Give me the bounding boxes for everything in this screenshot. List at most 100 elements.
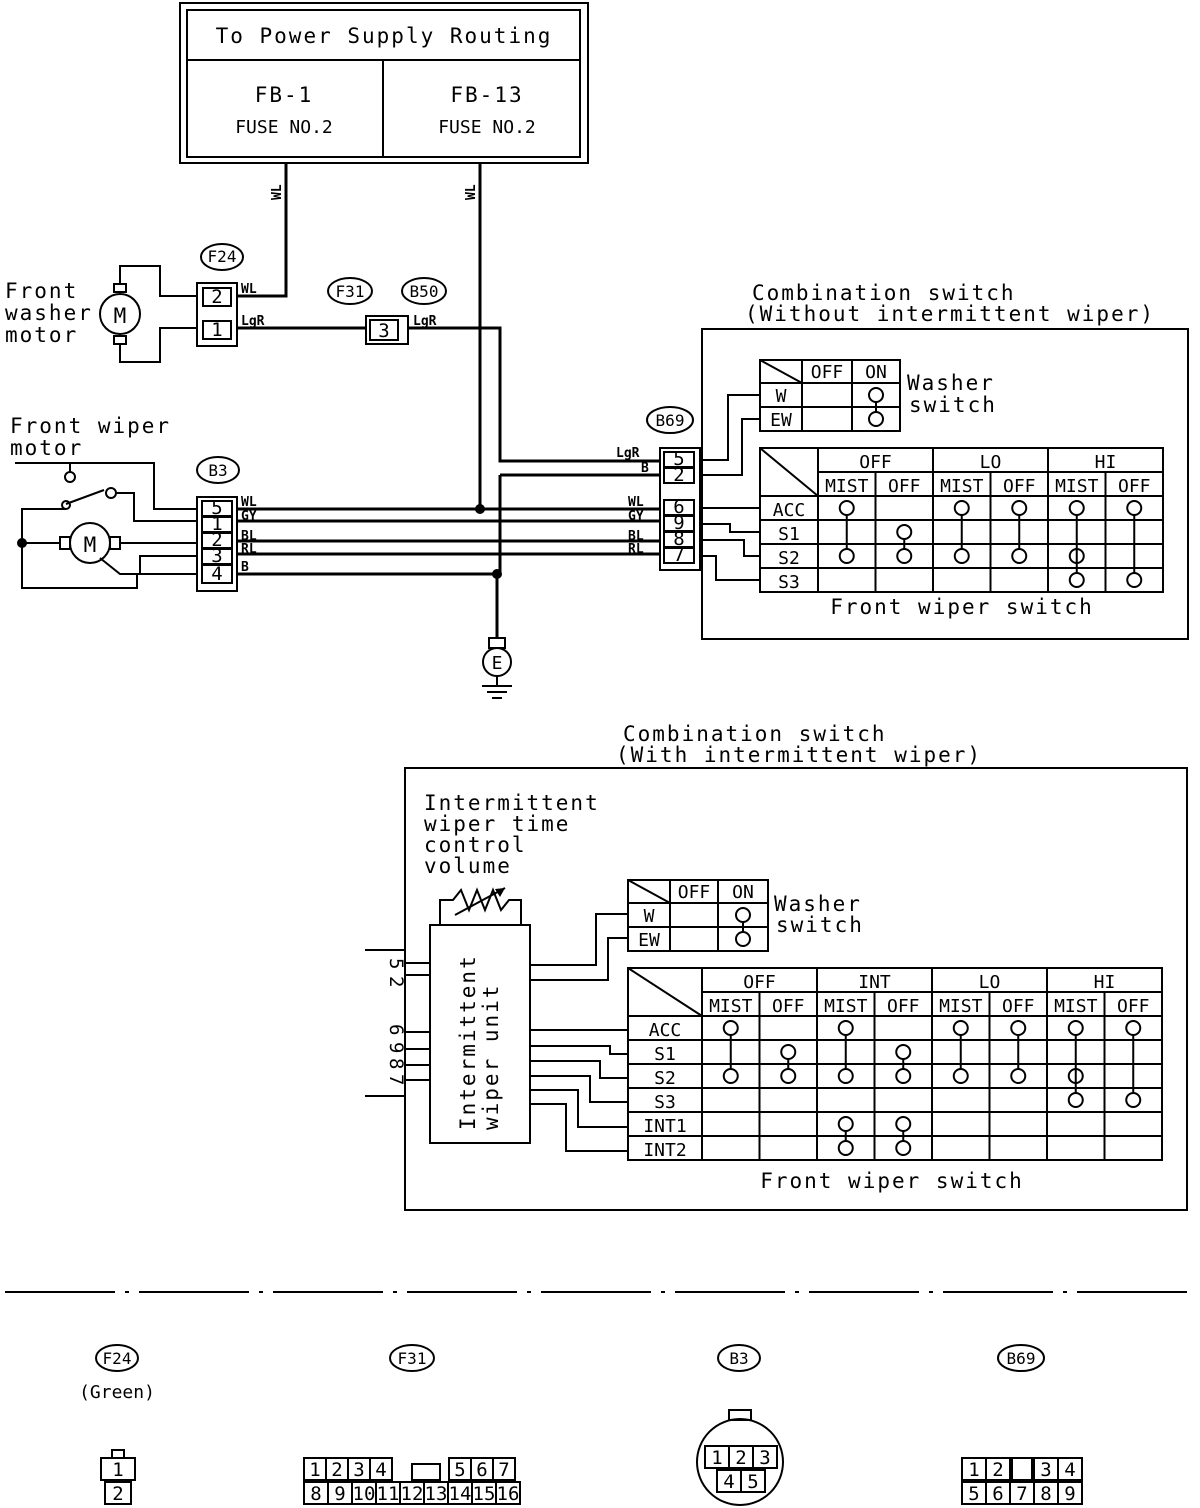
combo1-washer-table: OFF ON W EW Washer switch bbox=[759, 359, 997, 432]
uw-pin-5: 5 bbox=[385, 958, 407, 969]
combo1-wiper-label: Front wiper switch bbox=[830, 595, 1094, 619]
wire-label-rl-b69: RL bbox=[628, 542, 644, 557]
combo2-contact-dot bbox=[1067, 1092, 1084, 1108]
combo2-volume-label-3: control bbox=[424, 833, 527, 857]
combo2-volume-label-1: Intermittent bbox=[424, 791, 600, 815]
fb13-fuse-label: FUSE NO.2 bbox=[438, 117, 536, 138]
combo2-contact-dot bbox=[895, 1116, 912, 1132]
wire-label-wl-b3: WL bbox=[241, 495, 257, 510]
combo2-wiper-label: Front wiper switch bbox=[760, 1169, 1024, 1193]
combo1-title: Combination switch bbox=[752, 281, 1016, 305]
wires bbox=[237, 163, 660, 640]
combo2-washer-label-1: Washer bbox=[774, 892, 862, 916]
combo2-row-s2: S2 bbox=[654, 1068, 676, 1089]
combo1-washer-col-off: OFF bbox=[811, 362, 844, 383]
face-f31-pin-2: 2 bbox=[331, 1459, 342, 1481]
face-b3-pin-4: 4 bbox=[723, 1471, 734, 1493]
uw-pin-9: 9 bbox=[385, 1042, 407, 1053]
combo2-group-hi: HI bbox=[1094, 972, 1116, 993]
svg-text:M: M bbox=[114, 304, 127, 328]
b69-pin-9: 9 bbox=[673, 512, 684, 534]
connector-f31-b50: F31 B50 3 bbox=[327, 277, 447, 345]
connector-f31-label: F31 bbox=[336, 282, 365, 301]
b3-pin-1: 1 bbox=[211, 513, 222, 535]
wire-label-b-b69: B bbox=[641, 461, 649, 476]
combo1-subcol-0: MIST bbox=[825, 476, 869, 497]
combo1-group-lo: LO bbox=[980, 452, 1002, 473]
combo1-subcol-4: MIST bbox=[1055, 476, 1099, 497]
face-f24-label: F24 bbox=[103, 1349, 132, 1368]
uw-pin-7: 7 bbox=[385, 1074, 407, 1085]
combo2-contact-dot bbox=[837, 1020, 854, 1036]
face-f31-pin-14: 14 bbox=[449, 1483, 472, 1505]
face-f31-pin-11: 11 bbox=[377, 1483, 400, 1505]
combo1-contact-dot bbox=[838, 548, 855, 564]
combo1-row-s3: S3 bbox=[778, 572, 800, 593]
combo2-washer-row-w: W bbox=[644, 906, 655, 927]
combo1-contact-dot bbox=[1011, 548, 1028, 564]
combo2-washer-col-off: OFF bbox=[678, 882, 711, 903]
face-f31-pin-10: 10 bbox=[353, 1483, 376, 1505]
face-f31-pin-7: 7 bbox=[498, 1459, 509, 1481]
combo1-contact-dot bbox=[1068, 548, 1085, 564]
face-b69-pin-9: 9 bbox=[1064, 1483, 1075, 1505]
b69-pin-7: 7 bbox=[673, 544, 684, 566]
face-b3-pin-3: 3 bbox=[759, 1447, 770, 1469]
face-b3-pin-5: 5 bbox=[747, 1471, 758, 1493]
face-f31-pin-12: 12 bbox=[401, 1483, 424, 1505]
combo2-row-int2: INT2 bbox=[643, 1140, 686, 1161]
combo1-contact-dot bbox=[1011, 500, 1028, 516]
wire-label-lgr-f24: LgR bbox=[241, 314, 265, 329]
combo2-title: Combination switch bbox=[623, 722, 887, 746]
combo2-volume-label-2: wiper time bbox=[424, 812, 570, 836]
combo2-washer-label-2: switch bbox=[776, 913, 864, 937]
face-f31-pin-16: 16 bbox=[497, 1483, 520, 1505]
combo2-contact-dot bbox=[1067, 1068, 1084, 1084]
combo1-contact-dot bbox=[953, 500, 970, 516]
combo1-subcol-1: OFF bbox=[888, 476, 921, 497]
washer-motor: Front washer motor M bbox=[5, 265, 197, 363]
combo2-row-acc: ACC bbox=[649, 1020, 682, 1041]
combo2-contact-dot bbox=[722, 1020, 739, 1036]
wire-labels: WL WL WL LgR LgR LgR B WL GY BL RL B WL … bbox=[241, 184, 649, 575]
face-b69-pin-8: 8 bbox=[1040, 1483, 1051, 1505]
combo2-contact-dot bbox=[837, 1140, 854, 1156]
combo1-row-s2: S2 bbox=[778, 548, 800, 569]
combo1-subcol-5: OFF bbox=[1118, 476, 1151, 497]
combo2-subtitle: (With intermittent wiper) bbox=[616, 743, 982, 767]
combo1-washer-row-ew: EW bbox=[770, 410, 792, 431]
combo2-contact-dot bbox=[722, 1068, 739, 1084]
combination-switch-without-intermittent: Combination switch (Without intermittent… bbox=[700, 281, 1189, 640]
intermittent-wiper-unit bbox=[429, 924, 531, 1144]
face-f31-pin-4: 4 bbox=[375, 1459, 386, 1481]
wire-label-wl-2: WL bbox=[464, 184, 479, 200]
wire-label-wl-b69: WL bbox=[628, 495, 644, 510]
b3-pin-2: 2 bbox=[211, 529, 222, 551]
supply-title: To Power Supply Routing bbox=[216, 24, 553, 48]
connector-b50-label: B50 bbox=[410, 282, 439, 301]
face-b69-pin-2: 2 bbox=[992, 1459, 1003, 1481]
ground-label: E bbox=[492, 653, 503, 674]
combo2-subcol-5: OFF bbox=[1002, 996, 1035, 1017]
combo2-contact-dot bbox=[952, 1068, 969, 1084]
connector-b3-label: B3 bbox=[208, 461, 227, 480]
combo2-contact-dot bbox=[895, 1068, 912, 1084]
face-b69-pin-6: 6 bbox=[992, 1483, 1003, 1505]
wiper-motor-label-2: motor bbox=[10, 436, 83, 460]
wire-label-bl-b3: BL bbox=[241, 529, 257, 544]
wire-label-wl-1: WL bbox=[270, 184, 285, 200]
combo1-group-hi: HI bbox=[1095, 452, 1117, 473]
face-f31-pin-13: 13 bbox=[425, 1483, 448, 1505]
face-f31-pin-6: 6 bbox=[476, 1459, 487, 1481]
face-b3-label: B3 bbox=[729, 1349, 748, 1368]
combo2-subcol-0: MIST bbox=[709, 996, 753, 1017]
combo2-contact-dot bbox=[895, 1140, 912, 1156]
face-f31-pin-8: 8 bbox=[310, 1483, 321, 1505]
wire-label-gy-b3: GY bbox=[241, 509, 257, 524]
combo2-contact-dot bbox=[837, 1068, 854, 1084]
combo2-contact-dot bbox=[837, 1116, 854, 1132]
combo1-washer-label-2: switch bbox=[909, 393, 997, 417]
combo1-subcol-3: OFF bbox=[1003, 476, 1036, 497]
